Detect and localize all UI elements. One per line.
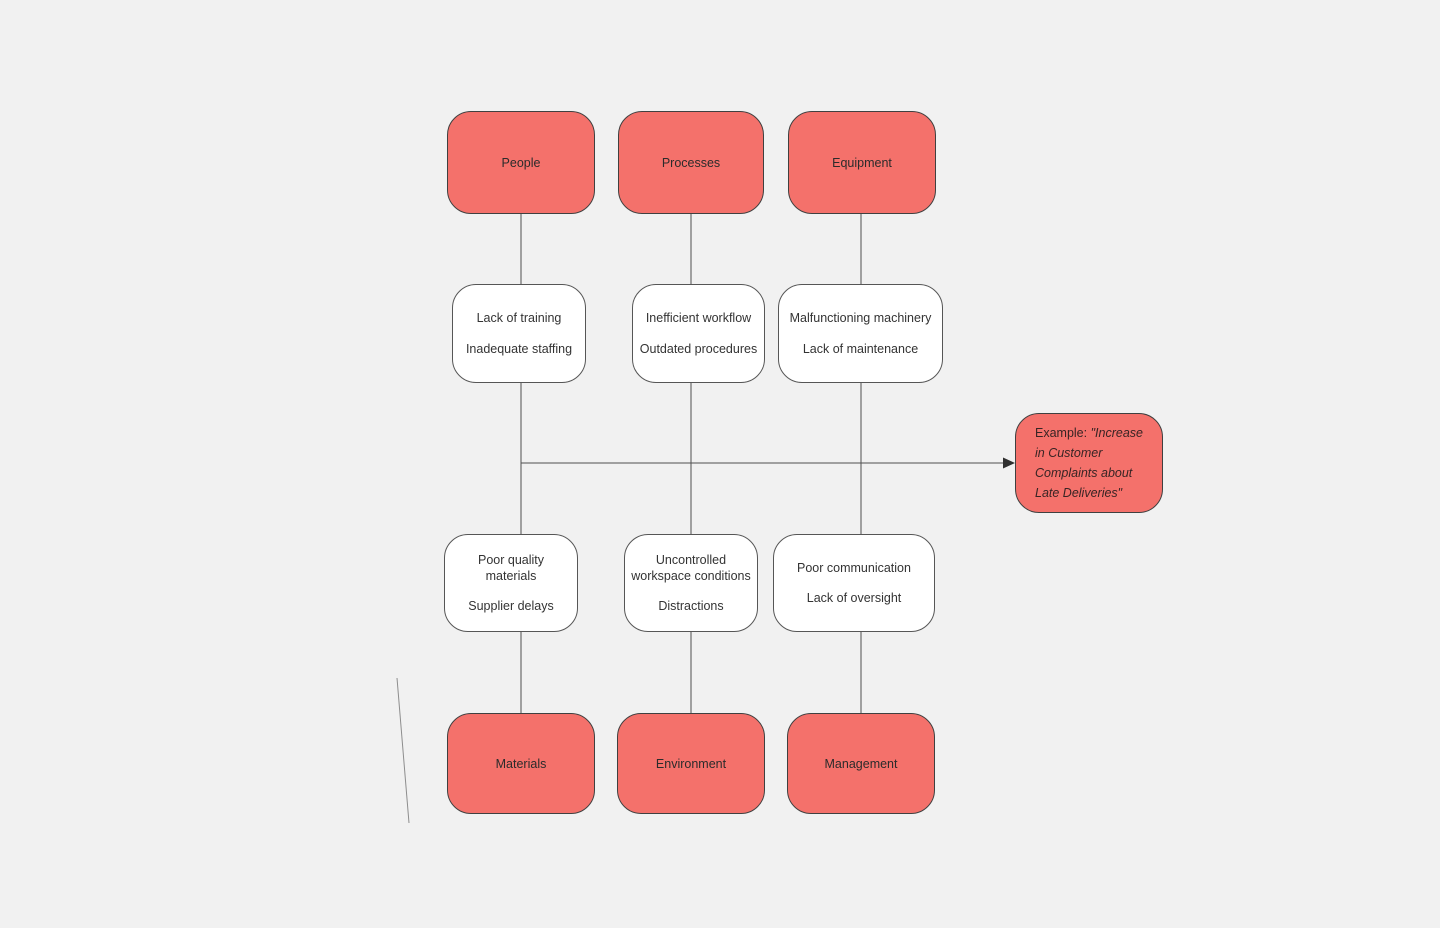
cause-box-management[interactable]: Poor communication Lack of oversight (773, 534, 935, 632)
category-label: Materials (495, 756, 547, 771)
category-box-materials[interactable]: Materials (447, 713, 595, 814)
cause-box-materials[interactable]: Poor quality materials Supplier delays (444, 534, 578, 632)
cause-text: Inadequate staffing (465, 341, 573, 356)
cause-text: Supplier delays (468, 599, 554, 614)
category-box-management[interactable]: Management (787, 713, 935, 814)
cause-text: Lack of training (476, 311, 562, 326)
cause-text: Poor quality materials (477, 552, 544, 583)
category-box-processes[interactable]: Processes (618, 111, 764, 214)
spine-arrowhead-icon (1003, 457, 1015, 469)
cause-text: Poor communication (797, 560, 911, 575)
cause-text: Malfunctioning machinery (789, 311, 932, 326)
category-box-people[interactable]: People (447, 111, 595, 214)
category-label: Equipment (832, 155, 892, 170)
category-label: Management (824, 756, 898, 771)
cause-box-equipment[interactable]: Malfunctioning machinery Lack of mainten… (778, 284, 943, 383)
effect-quote: "Increase in Customer Complaints about L… (1035, 425, 1143, 501)
cause-text: Lack of maintenance (802, 341, 919, 356)
cause-text: Distractions (658, 599, 724, 614)
category-label: Environment (655, 756, 727, 771)
cause-text: Inefficient workflow (645, 311, 752, 326)
category-label: Processes (661, 155, 721, 170)
cause-text: Outdated procedures (639, 341, 758, 356)
cause-text: Uncontrolled workspace conditions (631, 552, 751, 583)
stray-diagonal-line (396, 677, 410, 824)
cause-box-processes[interactable]: Inefficient workflow Outdated procedures (632, 284, 765, 383)
effect-example-box[interactable]: Example: "Increase in Customer Complaint… (1015, 413, 1163, 513)
category-label: People (501, 155, 541, 170)
cause-text: Lack of oversight (806, 591, 902, 605)
effect-text: Example: "Increase in Customer Complaint… (1035, 423, 1143, 504)
category-box-environment[interactable]: Environment (617, 713, 765, 814)
cause-box-people[interactable]: Lack of training Inadequate staffing (452, 284, 586, 383)
effect-prefix: Example: (1035, 425, 1091, 440)
category-box-equipment[interactable]: Equipment (788, 111, 936, 214)
cause-box-environment[interactable]: Uncontrolled workspace conditions Distra… (624, 534, 758, 632)
